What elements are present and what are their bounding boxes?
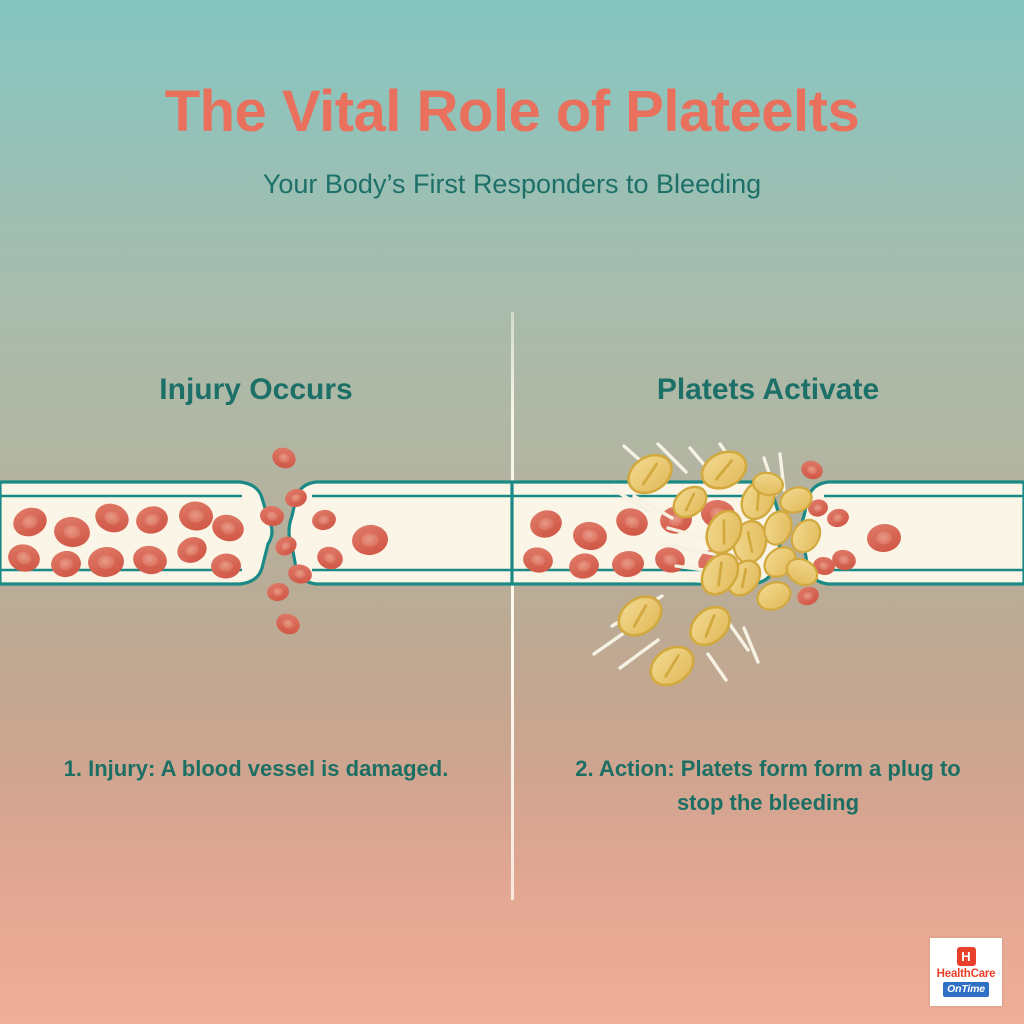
vessel-segment-right [799, 480, 1024, 586]
red-blood-cells-inside-left [8, 501, 244, 579]
red-blood-cells-inside-right [312, 509, 388, 570]
logo-word-ontime: OnTime [943, 981, 989, 997]
panel-caption-activation: 2. Action: Platets form form a plug to s… [575, 756, 961, 816]
health-cross-icon: H [956, 947, 976, 967]
platelet-plug-cluster [726, 471, 822, 611]
vessel-segment-right [287, 480, 512, 586]
panel-activation: Platets Activate [512, 330, 1024, 930]
page-subtitle: Your Body’s First Responders to Bleeding [262, 169, 762, 199]
red-blood-cells-inside-left [523, 508, 648, 579]
logo-mark-letter: H [961, 949, 971, 965]
red-blood-cells-inside-right [827, 508, 901, 571]
panel-caption-injury: 1. Injury: A blood vessel is damaged. [63, 756, 449, 781]
escaping-red-blood-cells [797, 460, 835, 606]
escaping-red-blood-cells [260, 447, 312, 635]
platelet-plug-diagram [512, 442, 1024, 687]
page-title: The Vital Role of Plateelts [164, 79, 860, 144]
panel-injury: Injury Occurs [0, 330, 512, 930]
damaged-blood-vessel-diagram [0, 447, 512, 635]
vertical-divider [511, 312, 514, 900]
panel-heading-activation: Platets Activate [656, 373, 880, 406]
logo-word-healthcare: HealthCare [936, 968, 996, 981]
brand-logo[interactable]: H HealthCare OnTime [930, 938, 1002, 1006]
free-platelets [617, 450, 748, 687]
panel-heading-injury: Injury Occurs [159, 373, 353, 406]
